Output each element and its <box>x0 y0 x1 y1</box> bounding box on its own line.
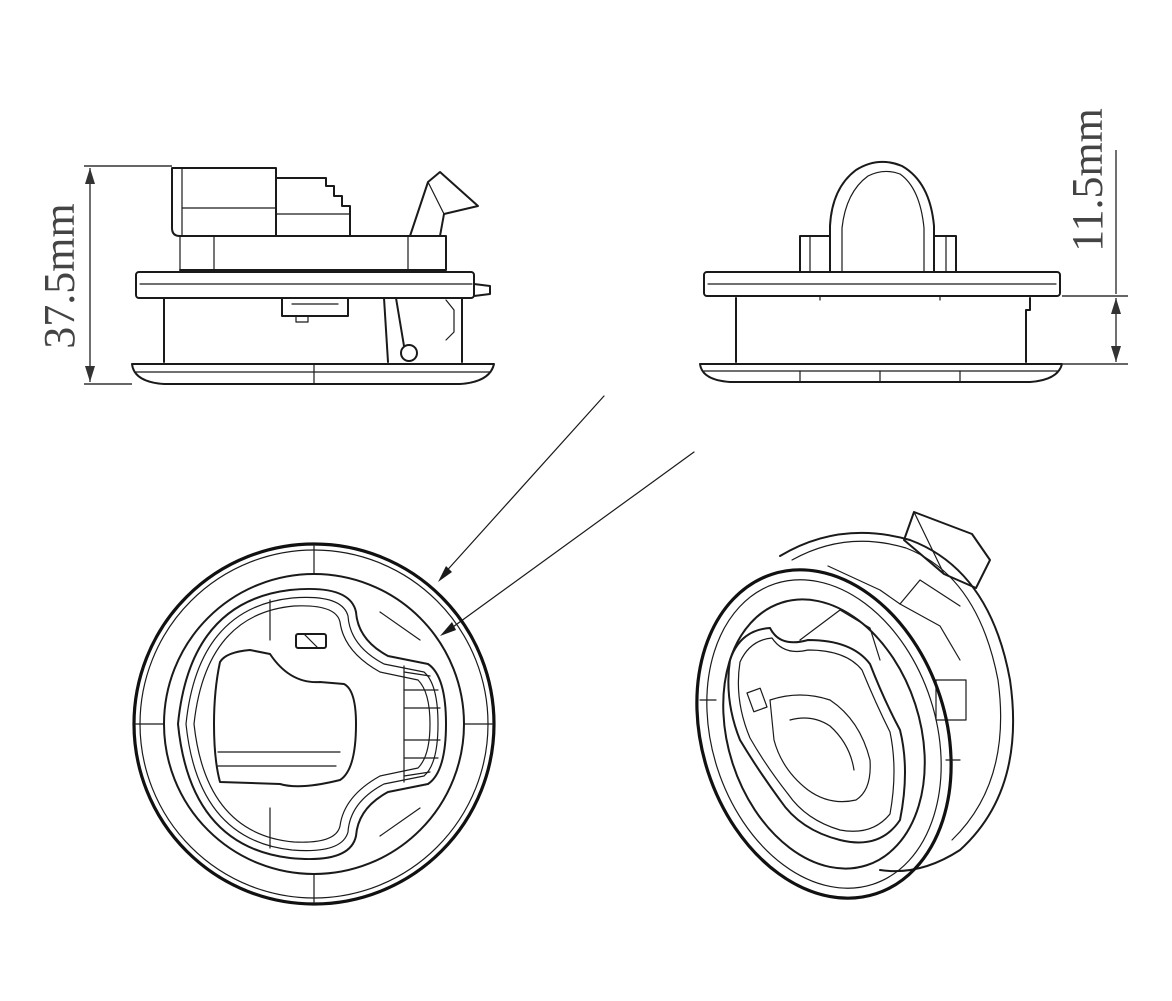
front-view <box>699 160 1063 383</box>
dimension-flange-height: 11.5mm <box>1062 108 1128 365</box>
leader-lines <box>438 395 695 636</box>
top-view <box>132 542 496 906</box>
dimension-overall-height: 37.5mm <box>35 165 172 385</box>
isometric-view <box>695 511 1015 900</box>
flange-height-label: 11.5mm <box>1063 108 1112 252</box>
overall-height-label: 37.5mm <box>35 203 84 348</box>
side-view <box>131 167 495 385</box>
